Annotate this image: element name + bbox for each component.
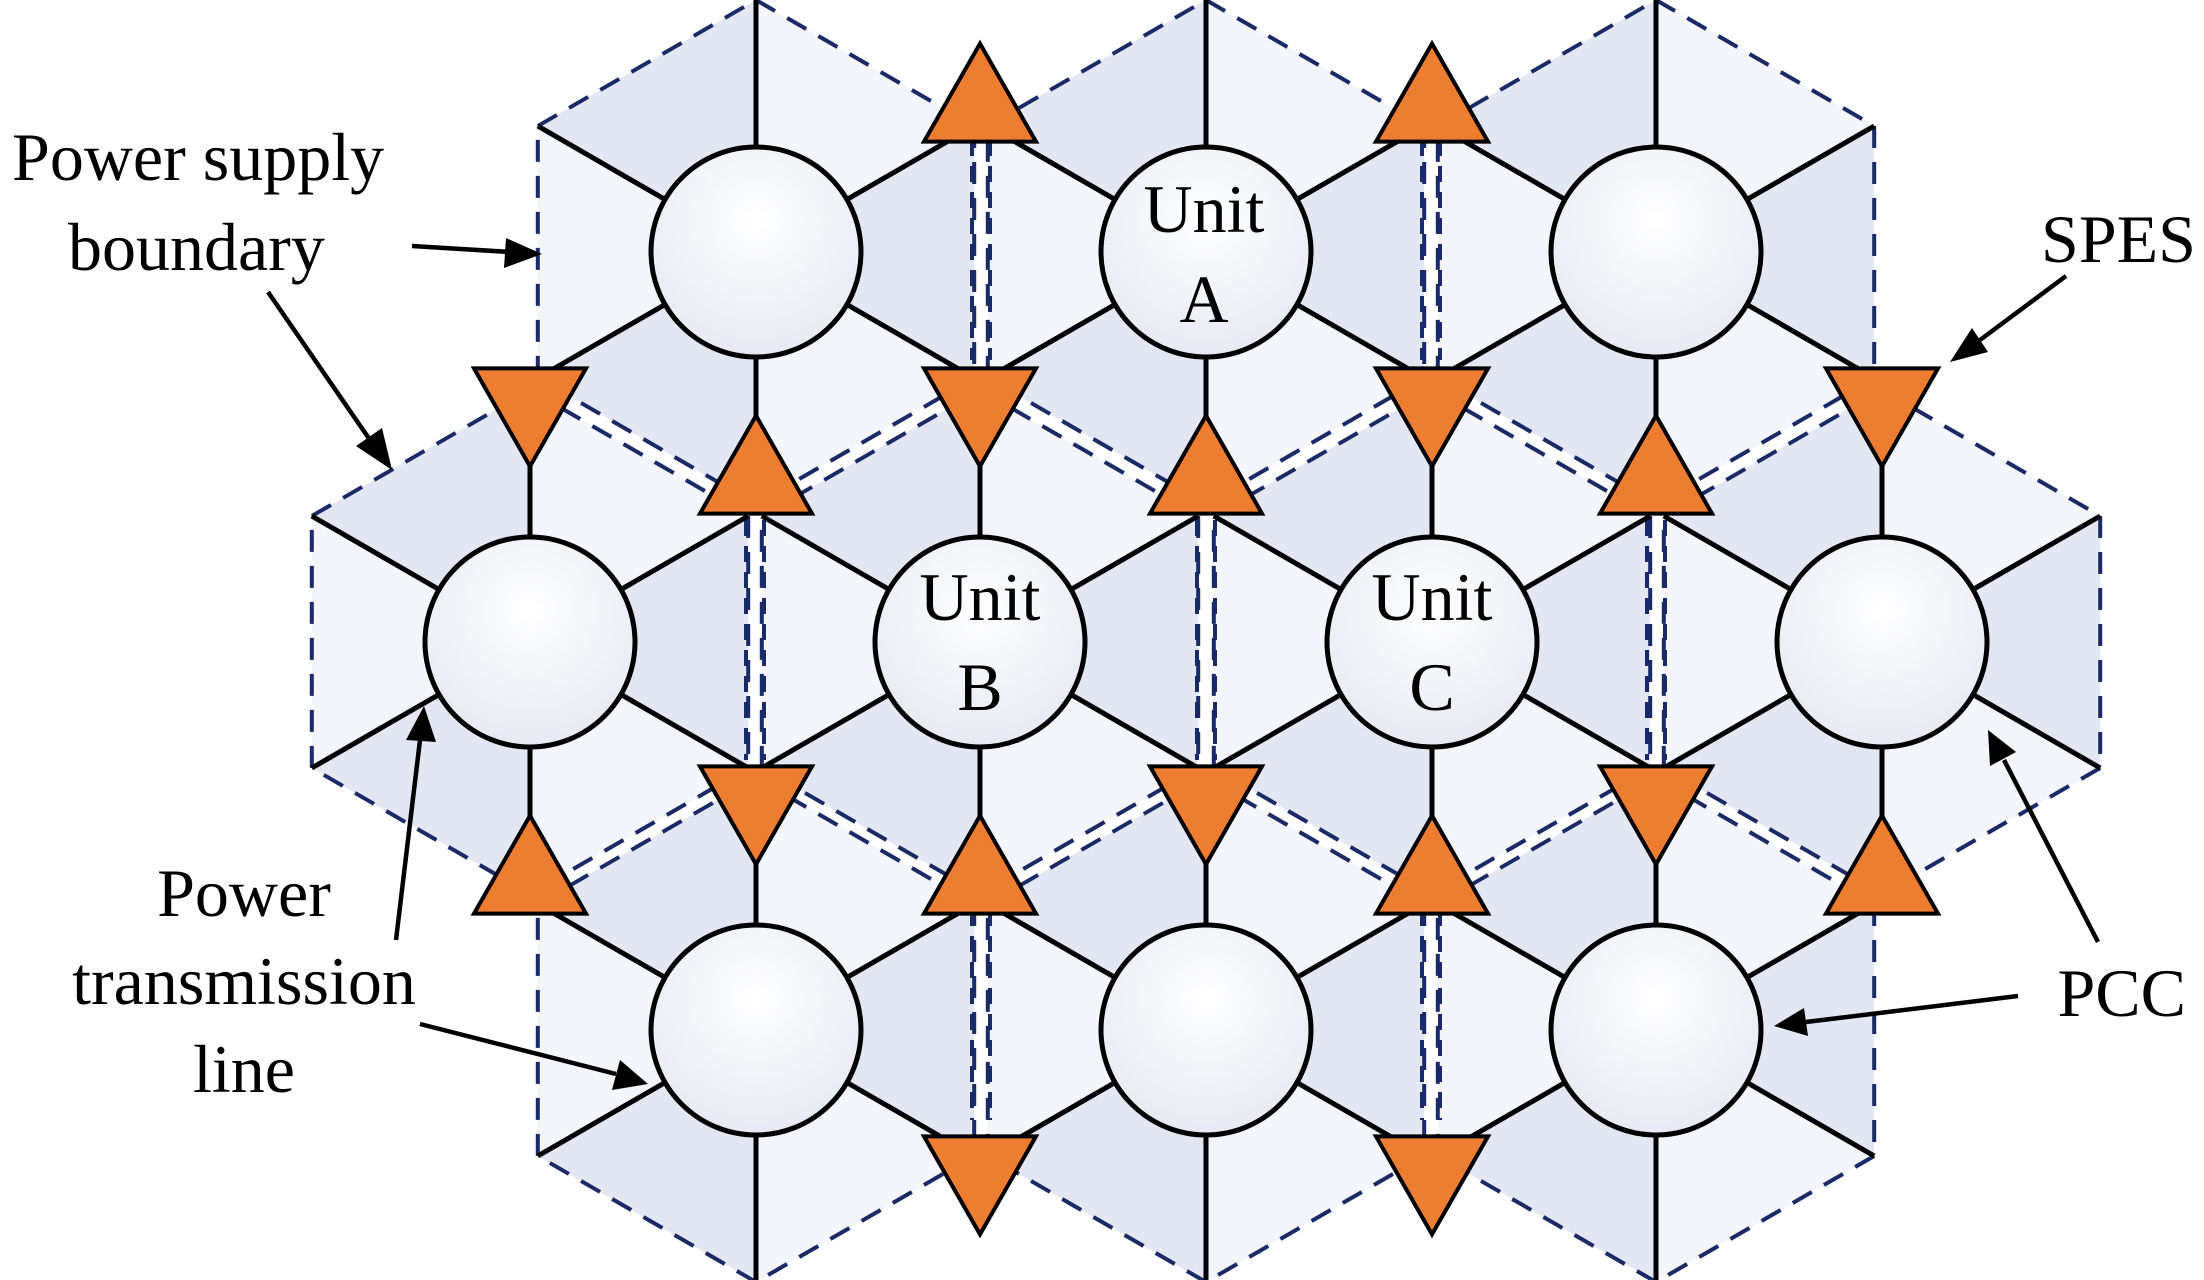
- unit-c-word: Unit: [1372, 559, 1493, 635]
- spes-arrow: [1978, 274, 2068, 342]
- tie-lines: [744, 140, 1667, 1120]
- spes-triangle-down-icon: [470, 366, 590, 471]
- spes-triangle-down-icon: [920, 1134, 1040, 1239]
- boundary-arrow-lower-head: [356, 428, 392, 470]
- cell-wedge: [1206, 904, 1425, 1156]
- spes-triangle-down-icon: [1372, 1134, 1492, 1239]
- power-transmission-label-1: Power: [157, 855, 331, 931]
- spes-triangle-up-icon: [1146, 411, 1266, 516]
- cell-wedge: [980, 516, 1199, 768]
- cell-wedge: [987, 904, 1206, 1156]
- cell-wedge: [1206, 126, 1425, 378]
- spes-triangle-up-icon: [1596, 411, 1716, 516]
- pcc-nodes: [422, 144, 1990, 1138]
- pcc-circle-icon: [872, 534, 1088, 750]
- cell-wedge: [1437, 126, 1656, 378]
- cell-wedge: [1213, 516, 1432, 768]
- pcc-circle-icon: [422, 534, 638, 750]
- cell-wedge: [756, 904, 975, 1156]
- cell-shading: [311, 0, 2101, 1280]
- spes-triangle-down-icon: [1372, 366, 1492, 471]
- unit-b-letter: B: [957, 649, 1002, 725]
- power-transmission-label-3: line: [193, 1031, 295, 1107]
- pcc-circle-icon: [1098, 144, 1314, 360]
- pcc-circle-icon: [1548, 922, 1764, 1138]
- transmission-arrow-upper-head: [406, 706, 436, 742]
- spes-triangle-up-icon: [920, 811, 1040, 916]
- spes-label: SPES: [2041, 201, 2196, 277]
- pcc-circle-icon: [648, 144, 864, 360]
- power-supply-boundary-label-2: boundary: [68, 209, 325, 285]
- cell-wedge: [1663, 516, 1882, 768]
- spes-triangle-down-icon: [1146, 764, 1266, 869]
- cell-wedge: [1656, 904, 1875, 1156]
- boundary-arrow-lower: [266, 290, 372, 442]
- spes-triangle-up-icon: [696, 411, 816, 516]
- cell-wedge: [537, 126, 756, 378]
- spes-triangle-down-icon: [1822, 366, 1942, 471]
- spes-triangle-up-icon: [470, 811, 590, 916]
- pcc-circle-icon: [1774, 534, 1990, 750]
- cell-wedge: [761, 516, 980, 768]
- unit-a-word: Unit: [1144, 171, 1265, 247]
- spes-triangle-up-icon: [920, 39, 1040, 144]
- cell-wedge: [530, 516, 749, 768]
- spes-triangle-up-icon: [1372, 811, 1492, 916]
- cell-wedge: [311, 516, 530, 768]
- cell-wedge: [756, 126, 975, 378]
- pcc-arrow-upper-head: [1988, 730, 2016, 766]
- unit-a-letter: A: [1179, 261, 1228, 337]
- cell-wedge: [1432, 516, 1651, 768]
- unit-b-word: Unit: [920, 559, 1041, 635]
- cell-wedge: [1656, 126, 1875, 378]
- spes-triangle-down-icon: [920, 366, 1040, 471]
- cell-wedge: [1437, 904, 1656, 1156]
- spes-nodes: [470, 39, 1942, 1239]
- pcc-label: PCC: [2057, 955, 2186, 1031]
- cell-wedge: [537, 904, 756, 1156]
- boundary-arrow-upper: [411, 243, 511, 255]
- pcc-circle-icon: [1548, 144, 1764, 360]
- transmission-arrow-lower-head: [612, 1060, 648, 1090]
- spes-triangle-down-icon: [696, 764, 816, 869]
- power-transmission-label-2: transmission: [72, 943, 416, 1019]
- callout-arrows: [266, 238, 2100, 1090]
- spes-triangle-down-icon: [1596, 764, 1716, 869]
- pcc-circle-icon: [648, 922, 864, 1138]
- spes-arrow-head: [1950, 328, 1988, 362]
- pcc-arrow-upper: [2002, 758, 2100, 944]
- power-supply-boundary-label-1: Power supply: [12, 119, 384, 195]
- transmission-arrow-upper: [393, 739, 423, 941]
- transmission-arrow-lower: [419, 1021, 617, 1077]
- cell-wedge: [987, 126, 1206, 378]
- pcc-circle-icon: [1098, 922, 1314, 1138]
- pcc-arrow-lower-head: [1774, 1008, 1808, 1036]
- boundary-arrow-upper-head: [504, 238, 542, 268]
- pcc-arrow-lower: [1805, 993, 2019, 1025]
- unit-c-letter: C: [1409, 649, 1454, 725]
- spes-triangle-up-icon: [1822, 811, 1942, 916]
- pcc-circle-icon: [1324, 534, 1540, 750]
- spes-triangle-up-icon: [1372, 39, 1492, 144]
- cell-wedge: [1882, 516, 2101, 768]
